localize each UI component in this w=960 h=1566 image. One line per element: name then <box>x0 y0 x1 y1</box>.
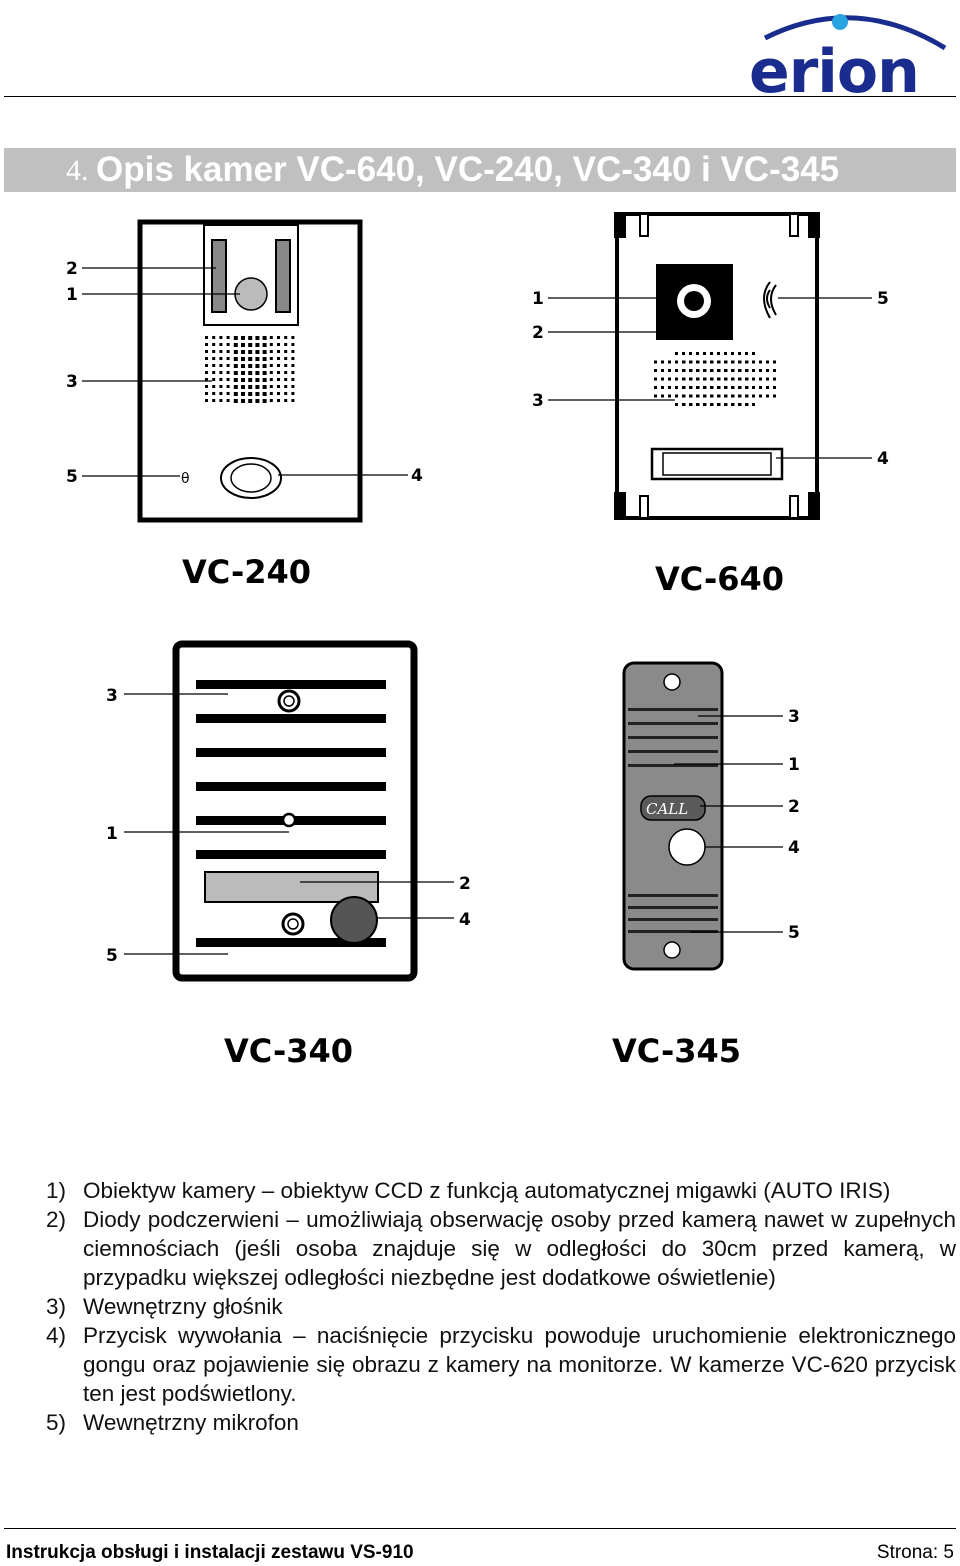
description-number: 2) <box>46 1207 67 1232</box>
description-number: 3) <box>46 1294 67 1319</box>
vc345-camera: CALL <box>622 661 724 971</box>
footer-page-number: Strona: 5 <box>876 1542 954 1563</box>
footer-document-title: Instrukcja obsługi i instalacji zestawu … <box>6 1542 414 1563</box>
vc345-grille-top <box>628 708 718 767</box>
description-text: Przycisk wywołania – naciśnięcie przycis… <box>83 1323 956 1406</box>
vc345-callout-lines <box>674 715 783 933</box>
vc240-callout-5: 5 <box>66 467 78 487</box>
vc345-grille-bottom <box>628 894 718 933</box>
vc345-callout-5: 5 <box>788 923 800 943</box>
description-item: 5) Wewnętrzny mikrofon <box>46 1408 956 1437</box>
vc240-model-label: VC-240 <box>182 553 311 591</box>
vc345-model-label: VC-345 <box>612 1032 741 1070</box>
vc240-speaker-grille <box>205 336 295 403</box>
description-number: 5) <box>46 1410 67 1435</box>
vc240-callout-lines <box>82 267 408 477</box>
vc640-callout-1: 1 <box>532 289 544 309</box>
description-text: Wewnętrzny głośnik <box>83 1294 283 1319</box>
vc345-callout-4: 4 <box>788 838 800 858</box>
vc240-camera: θ <box>137 219 363 523</box>
vc640-callout-5: 5 <box>877 289 889 309</box>
header-rule <box>4 96 956 97</box>
vc340-model-label: VC-340 <box>224 1032 353 1070</box>
description-text: Obiektyw kamery – obiektyw CCD z funkcją… <box>83 1178 891 1203</box>
vc240-callout-1: 1 <box>66 285 78 305</box>
vc340-callout-3: 3 <box>106 686 118 706</box>
vc340-callout-lines <box>124 693 454 955</box>
section-title: Opis kamer VC-640, VC-240, VC-340 i VC-3… <box>96 150 840 189</box>
vc345-callout-3: 3 <box>788 707 800 727</box>
vc340-callout-4: 4 <box>459 910 471 930</box>
vc340-callout-2: 2 <box>459 874 471 894</box>
svg-text:θ: θ <box>181 471 190 487</box>
vc340-callout-1: 1 <box>106 824 118 844</box>
vc640-speaker-grille <box>654 352 776 406</box>
vc345-callout-2: 2 <box>788 797 800 817</box>
vc340-camera <box>172 640 418 982</box>
section-heading-bar <box>4 148 956 192</box>
section-number: 4. <box>66 154 89 187</box>
camera-diagram: θ 2 1 3 5 4 VC-240 1 <box>66 212 889 1070</box>
vc640-callout-4: 4 <box>877 449 889 469</box>
vc345-callout-1: 1 <box>788 755 800 775</box>
footer-rule <box>4 1528 956 1529</box>
description-text: Diody podczerwieni – umożliwiają obserwa… <box>83 1207 956 1290</box>
svg-text:erion: erion <box>749 37 919 96</box>
description-list: 1) Obiektyw kamery – obiektyw CCD z funk… <box>46 1176 956 1437</box>
description-item: 3) Wewnętrzny głośnik <box>46 1292 956 1321</box>
description-item: 4) Przycisk wywołania – naciśnięcie przy… <box>46 1321 956 1408</box>
vc640-callout-2: 2 <box>532 323 544 343</box>
description-item: 1) Obiektyw kamery – obiektyw CCD z funk… <box>46 1176 956 1205</box>
description-number: 4) <box>46 1323 67 1348</box>
vc345-call-label: CALL <box>646 800 688 818</box>
vc340-callout-5: 5 <box>106 946 118 966</box>
description-number: 1) <box>46 1178 67 1203</box>
vc640-camera <box>614 212 820 520</box>
vc640-callout-3: 3 <box>532 391 544 411</box>
description-item: 2) Diody podczerwieni – umożliwiają obse… <box>46 1205 956 1292</box>
vc640-callout-lines <box>548 297 872 459</box>
vc240-callout-2: 2 <box>66 259 78 279</box>
vc240-callout-3: 3 <box>66 372 78 392</box>
vc640-model-label: VC-640 <box>655 560 784 598</box>
description-text: Wewnętrzny mikrofon <box>83 1410 299 1435</box>
vc240-callout-4: 4 <box>411 466 423 486</box>
erion-logo: erion <box>749 14 947 96</box>
